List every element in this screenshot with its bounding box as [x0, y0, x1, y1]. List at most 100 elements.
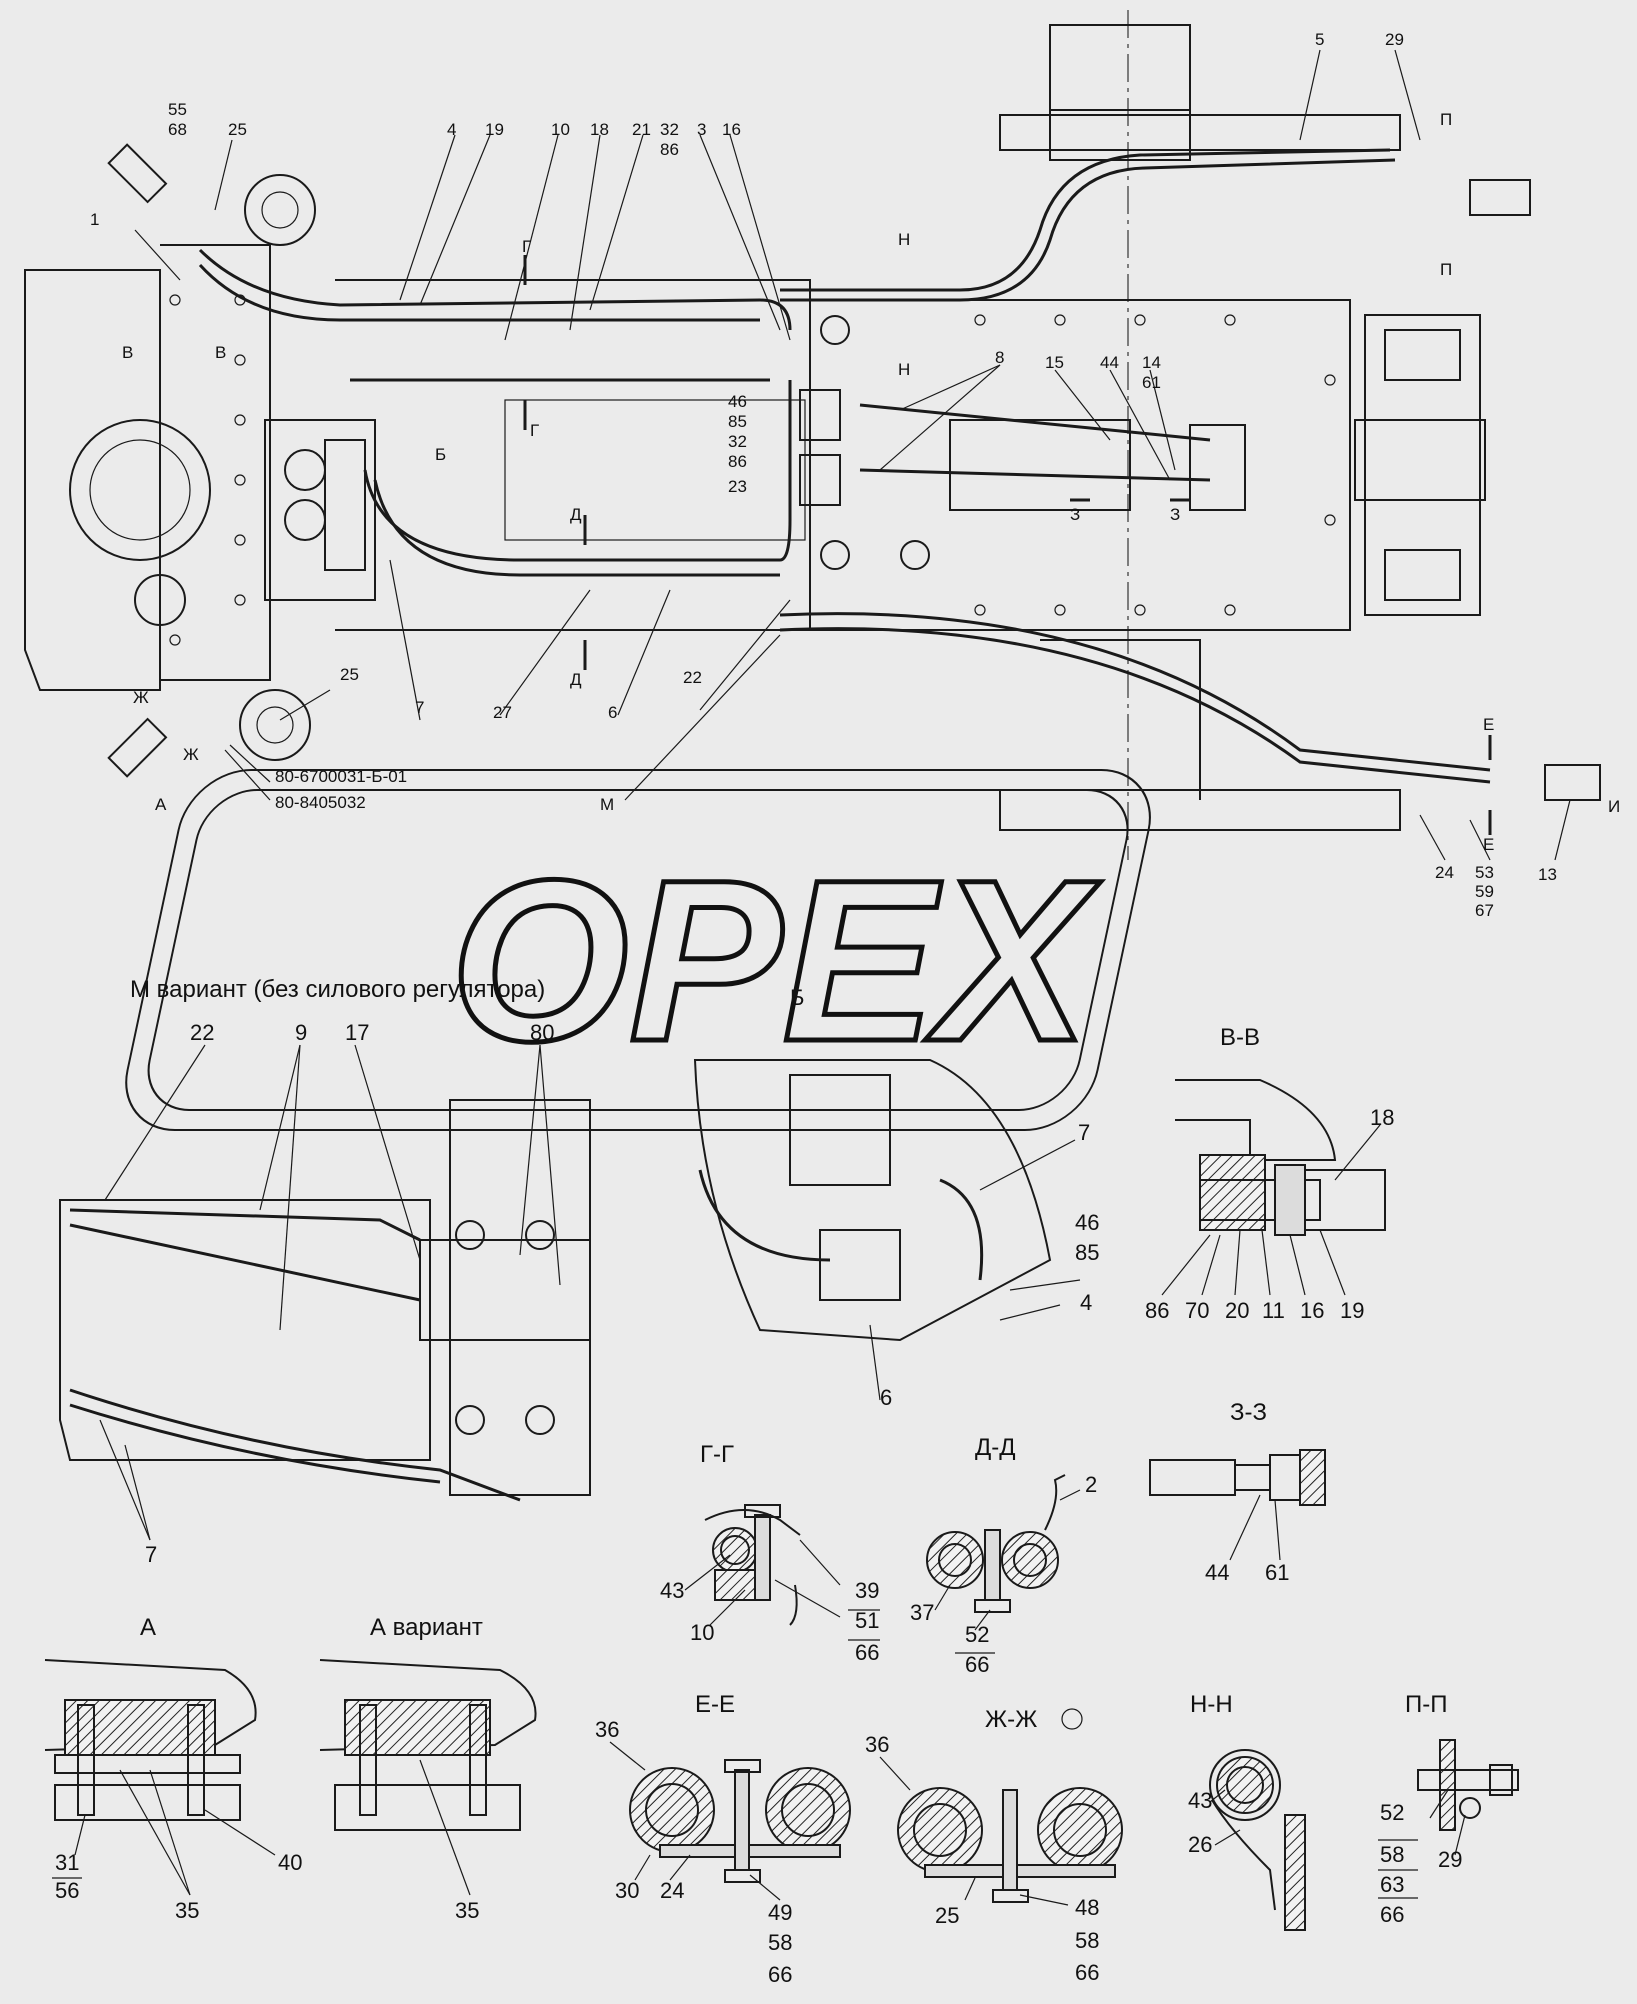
section-vv-callout: 18: [1370, 1105, 1394, 1130]
section-dd-callout: 66: [965, 1652, 989, 1677]
section-dd-callout: 2: [1085, 1472, 1097, 1497]
section-vv: В-В 18 86 70 20 11 16 19: [1145, 1024, 1394, 1323]
section-gg: Г-Г 43 10 39 51 66: [660, 1441, 880, 1665]
section-ee-title: Е-Е: [695, 1691, 735, 1718]
section-zhzh-callout: 48: [1075, 1895, 1099, 1920]
main-view-callout: 55: [168, 100, 187, 119]
main-view-callout: 6: [608, 703, 617, 722]
main-view-callout: Г: [530, 421, 539, 440]
section-vv-callout: 70: [1185, 1298, 1209, 1323]
main-view-callout: 4: [447, 120, 456, 139]
main-view-callout: Ж: [133, 688, 149, 707]
main-view-callout: 23: [728, 477, 747, 496]
main-view-callout: 1: [90, 210, 99, 229]
main-view-callout: Е: [1483, 715, 1494, 734]
section-vv-callout: 86: [1145, 1298, 1169, 1323]
section-gg-title: Г-Г: [700, 1441, 734, 1468]
section-pp-title: П-П: [1405, 1691, 1448, 1718]
section-ee-callout: 24: [660, 1878, 684, 1903]
main-view-callout: В: [215, 343, 226, 362]
watermark: OPEX: [125, 769, 1151, 1131]
section-zhzh: Ж-Ж 36 25 48 58 66: [865, 1706, 1123, 1985]
main-view-callout: 10: [551, 120, 570, 139]
main-view-callout: 22: [683, 668, 702, 687]
section-ee-callout: 66: [768, 1962, 792, 1987]
section-vv-callout: 16: [1300, 1298, 1324, 1323]
variant-m-callout: 80: [530, 1020, 554, 1045]
main-view-callout: 86: [660, 140, 679, 159]
main-view-callout: Г: [522, 237, 531, 256]
main-view-callout: И: [1608, 797, 1620, 816]
main-view-callout: Д: [570, 505, 582, 524]
view-a-callout: 31: [55, 1850, 79, 1875]
section-pp-callout: 58: [1380, 1842, 1404, 1867]
main-view-callout: 14: [1142, 353, 1161, 372]
section-nn-callout: 43: [1188, 1788, 1212, 1813]
section-nn-title: Н-Н: [1190, 1691, 1233, 1718]
main-view-callout: 59: [1475, 882, 1494, 901]
main-view-callout: 53: [1475, 863, 1494, 882]
view-a-callout: 40: [278, 1850, 302, 1875]
view-a-variant-callout: 35: [455, 1898, 479, 1923]
rotate-icon: [1061, 1708, 1083, 1730]
variant-m-callout: 17: [345, 1020, 369, 1045]
section-zhzh-callout: 36: [865, 1732, 889, 1757]
main-view-callout: 18: [590, 120, 609, 139]
main-view-callout: 46: [728, 392, 747, 411]
main-view-callout: А: [155, 795, 167, 814]
section-dd-callout: 37: [910, 1600, 934, 1625]
view-b: Б 7 46 85 4 6: [693, 985, 1099, 1410]
section-zz-callout: 44: [1205, 1560, 1229, 1585]
section-nn: Н-Н 43 26: [1188, 1691, 1306, 1931]
main-view-callout: В: [122, 343, 133, 362]
main-view-callout: 68: [168, 120, 187, 139]
main-view-callout: 85: [728, 412, 747, 431]
main-view-callout: 19: [485, 120, 504, 139]
variant-m-view: М вариант (без силового регулятора) 22 9…: [59, 976, 591, 1567]
variant-m-callout: 7: [145, 1542, 157, 1567]
main-view-callout: П: [1440, 110, 1452, 129]
section-pp: П-П 52 58 63 66 29: [1378, 1691, 1519, 1927]
view-a-callout: 35: [175, 1898, 199, 1923]
view-a: А 31 56 35 40: [44, 1614, 302, 1923]
view-a-title: А: [140, 1614, 156, 1641]
main-view-callout: 86: [728, 452, 747, 471]
section-zhzh-callout: 58: [1075, 1928, 1099, 1953]
view-b-callout: 6: [880, 1385, 892, 1410]
section-zhzh-callout: 66: [1075, 1960, 1099, 1985]
main-view-callout: 25: [228, 120, 247, 139]
section-gg-callout: 10: [690, 1620, 714, 1645]
main-view: 55 68 25 1 4 19 10 18 21 32 86 3 16 5 29…: [24, 10, 1620, 920]
view-b-callout: 85: [1075, 1240, 1099, 1265]
section-nn-callout: 26: [1188, 1832, 1212, 1857]
main-view-callout: 24: [1435, 863, 1454, 882]
view-b-callout: 7: [1078, 1120, 1090, 1145]
main-view-callout: Е: [1483, 835, 1494, 854]
view-a-callout: 56: [55, 1878, 79, 1903]
view-b-callout: 4: [1080, 1290, 1092, 1315]
main-view-callout: 32: [728, 432, 747, 451]
section-pp-callout: 66: [1380, 1902, 1404, 1927]
section-dd: Д-Д 2 37 52 66: [910, 1434, 1097, 1677]
section-ee-callout: 49: [768, 1900, 792, 1925]
main-view-callout: 15: [1045, 353, 1064, 372]
variant-m-callout: 9: [295, 1020, 307, 1045]
main-view-callout: Н: [898, 230, 910, 249]
main-view-callout: 16: [722, 120, 741, 139]
view-a-variant-title: А вариант: [370, 1614, 483, 1641]
watermark-text: OPEX: [450, 832, 1101, 1089]
main-view-callout: 8: [995, 348, 1004, 367]
main-view-callout: 5: [1315, 30, 1324, 49]
main-view-callout: 25: [340, 665, 359, 684]
section-vv-callout: 20: [1225, 1298, 1249, 1323]
view-b-callout: 46: [1075, 1210, 1099, 1235]
section-gg-callout: 66: [855, 1640, 879, 1665]
main-view-callout: 61: [1142, 373, 1161, 392]
main-view-callout: 7: [415, 698, 424, 717]
section-gg-callout: 39: [855, 1578, 879, 1603]
main-view-callout: 44: [1100, 353, 1119, 372]
section-pp-callout: 63: [1380, 1872, 1404, 1897]
section-vv-callout: 19: [1340, 1298, 1364, 1323]
section-zz-callout: 61: [1265, 1560, 1289, 1585]
